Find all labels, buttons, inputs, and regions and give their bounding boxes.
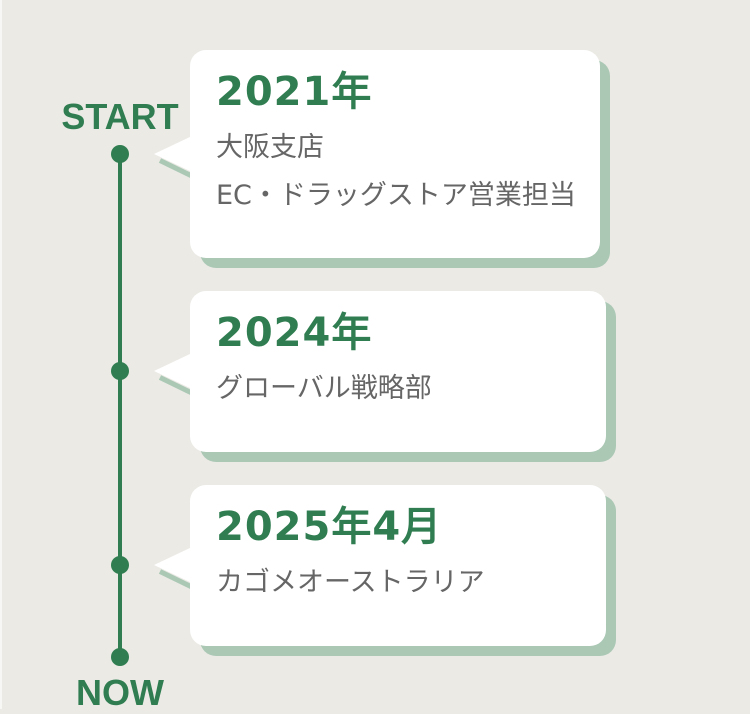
timeline-dot <box>111 556 129 574</box>
timeline-dot-start <box>111 145 129 163</box>
entry-line: カゴメオーストラリア <box>216 567 485 598</box>
timeline-card: 2021年 大阪支店 EC・ドラッグストア営業担当 <box>190 50 600 258</box>
timeline-card: 2024年 グローバル戦略部 <box>190 291 606 452</box>
left-edge <box>0 0 2 709</box>
card-pointer <box>154 136 192 172</box>
timeline-dot-end <box>111 648 129 666</box>
timeline-end-label: NOW <box>76 672 164 713</box>
entry-line: 大阪支店 <box>216 132 324 163</box>
entry-year: 2024年 <box>216 310 373 356</box>
entry-line: EC・ドラッグストア営業担当 <box>216 180 576 211</box>
entry-year: 2025年4月 <box>216 504 443 550</box>
entry-line: グローバル戦略部 <box>216 373 432 404</box>
timeline-line <box>118 154 122 658</box>
timeline-start-label: START <box>61 96 179 137</box>
entry-year: 2021年 <box>216 69 373 115</box>
card-pointer <box>154 547 192 583</box>
timeline-card: 2025年4月 カゴメオーストラリア <box>190 485 606 646</box>
card-pointer <box>154 353 192 389</box>
timeline-dot <box>111 362 129 380</box>
